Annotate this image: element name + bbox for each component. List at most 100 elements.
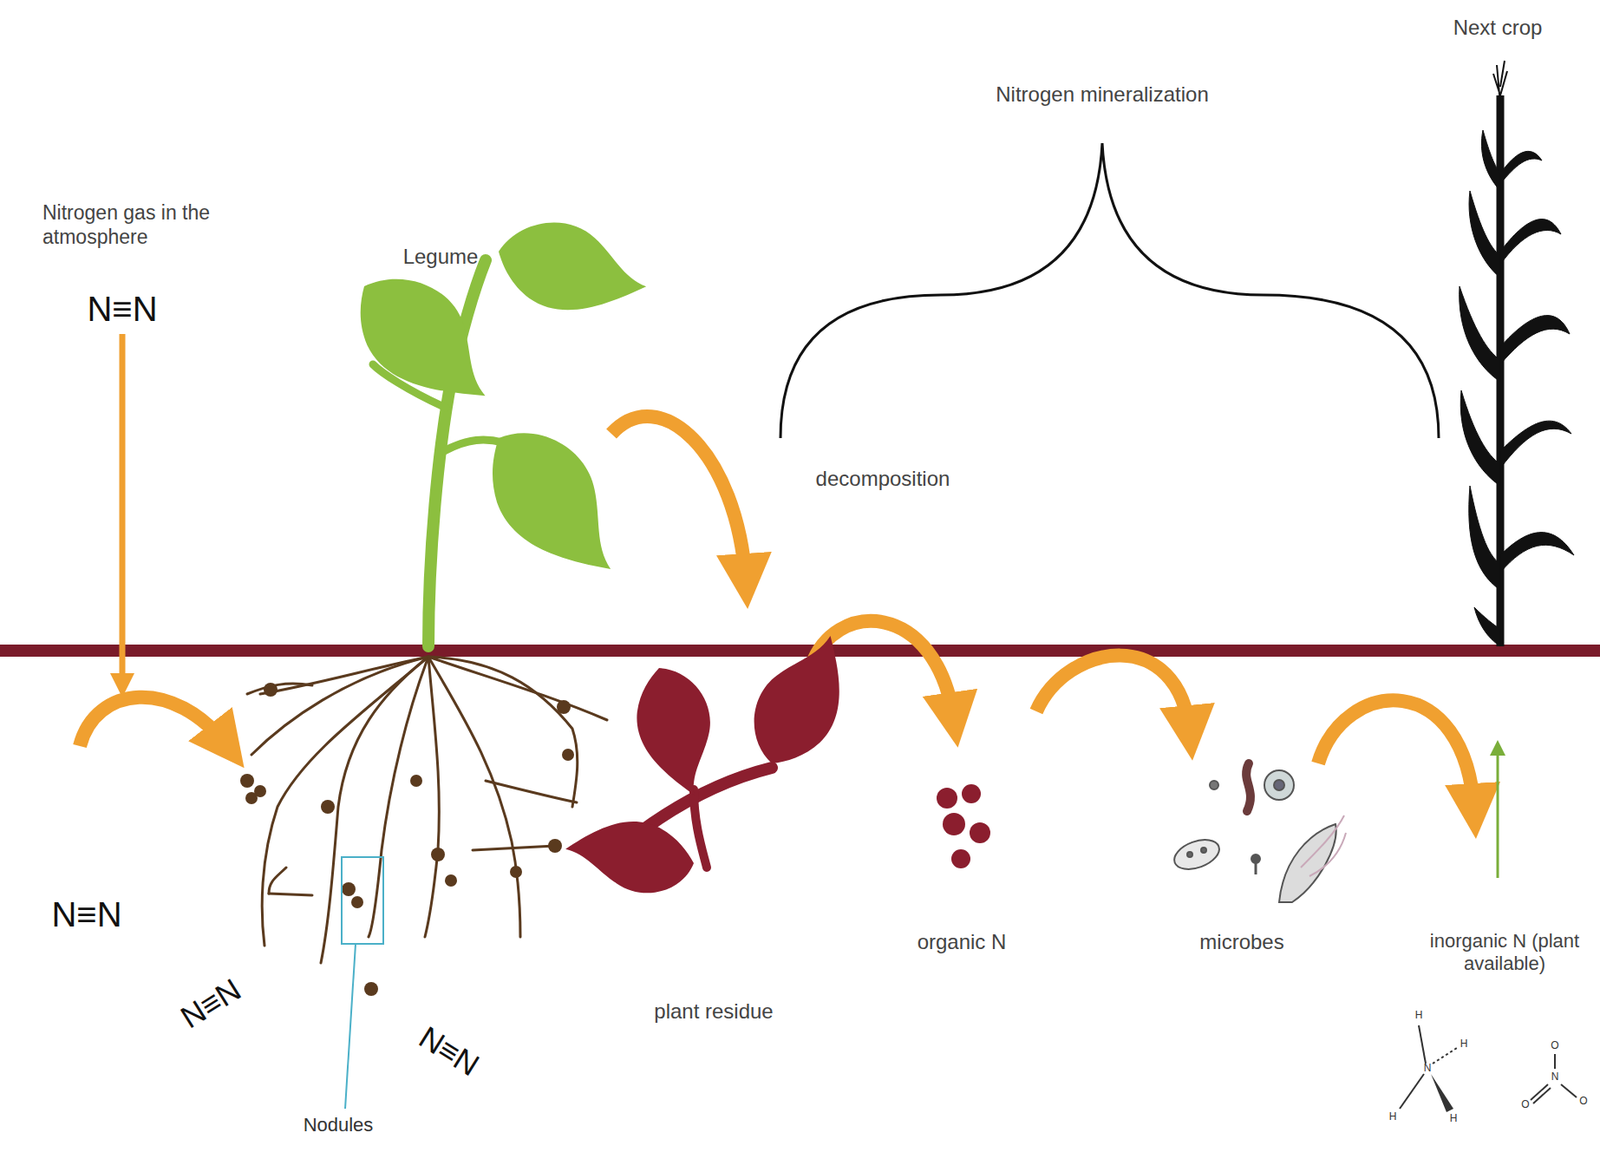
roots-part [472, 845, 556, 850]
mineralization-bracket-part [780, 143, 1439, 438]
nodule-callout-part [345, 943, 356, 1109]
roots [247, 656, 608, 963]
uptake-arrow [1496, 747, 1500, 878]
plant-residue-part [565, 788, 700, 919]
nodule-callout-part [341, 856, 384, 944]
roots-part [485, 780, 577, 803]
nodules-part [556, 699, 571, 714]
roots-part [247, 683, 313, 694]
stage-label: plant residue [653, 999, 773, 1025]
legume-plant-part [489, 191, 647, 351]
orange-arrow-part [119, 333, 126, 686]
corn-plant-part [1493, 60, 1508, 105]
nodules-part [410, 774, 423, 787]
nodules-part [561, 748, 575, 761]
atmosphere-label: Nitrogen gas in the atmosphere [42, 201, 255, 249]
roots-part [268, 867, 287, 894]
corn-plant-part [1500, 315, 1570, 365]
corn-plant-part [1469, 190, 1501, 278]
organic-n-particles-part [951, 848, 971, 869]
dinitrogen-formula: N≡N [51, 893, 122, 935]
nodules-part [245, 791, 258, 804]
plant-residue-part [615, 663, 732, 796]
atom-label: H [1449, 1111, 1458, 1124]
roots-part [251, 656, 429, 755]
microbes-part [1300, 815, 1346, 876]
nodules-part [444, 874, 458, 887]
roots-part [428, 656, 578, 807]
legume-plant [354, 191, 647, 647]
organic-n-particles-part [942, 812, 966, 836]
corn-plant-part [1460, 390, 1501, 486]
corn-plant [1459, 60, 1574, 647]
ammonium-structure-part [1430, 1073, 1454, 1112]
nodules-part [509, 865, 523, 878]
nodules-part [431, 847, 445, 862]
nitrate-structure-part [1533, 1087, 1551, 1104]
corn-plant-part [1500, 532, 1574, 573]
microbes-part [1187, 851, 1193, 857]
legume-plant-part [444, 439, 503, 451]
ammonium-structure-part [1432, 1047, 1457, 1064]
step-label: decomposition [816, 466, 951, 492]
atom-label: H [1389, 1110, 1398, 1123]
atom-label: O [1579, 1094, 1587, 1107]
nodules-part [240, 773, 255, 788]
roots-part [424, 656, 439, 937]
crop-label: Next crop [1453, 15, 1543, 41]
atom-label: H [1415, 1008, 1424, 1021]
stage-label: organic N [917, 929, 1007, 955]
callout-label: Nodules [303, 1113, 374, 1137]
nitrate-structure-part [1554, 1053, 1556, 1069]
microbes-part [1254, 862, 1258, 875]
ammonium-structure-part [1418, 1025, 1426, 1064]
microbes-part [1209, 780, 1219, 790]
organic-n-particles [936, 783, 991, 869]
nodules-part [320, 799, 335, 814]
atom-label: N [1423, 1061, 1432, 1074]
microbes-part [1201, 847, 1207, 853]
mineralization-bracket [780, 143, 1439, 438]
nitrate-structure [1530, 1053, 1577, 1104]
atom-label: O [1550, 1038, 1559, 1052]
atom-label: H [1460, 1037, 1469, 1050]
dinitrogen-formula: N≡N [412, 1018, 487, 1084]
corn-plant-part [1500, 219, 1561, 265]
legume-label: Legume [403, 244, 479, 270]
uptake-arrow-part [1496, 747, 1500, 878]
nodule-callout [341, 856, 384, 1109]
roots-part [428, 656, 608, 720]
roots-part [261, 656, 429, 946]
orange-arrow-part [1318, 699, 1475, 811]
ammonium-structure [1399, 1025, 1457, 1112]
nodules [240, 682, 575, 996]
plant-residue-part [693, 789, 707, 868]
nodules-part [263, 682, 278, 697]
orange-arrow [79, 416, 1475, 811]
microbes-part [1273, 779, 1285, 791]
dinitrogen-formula: N≡N [174, 970, 249, 1036]
nodules-part [341, 881, 356, 896]
orange-arrow-part [611, 416, 746, 582]
stage-label: microbes [1199, 929, 1284, 955]
plant-residue [565, 635, 876, 920]
corn-plant-part [1474, 607, 1501, 647]
plant-residue-part [729, 635, 876, 771]
orange-arrow [119, 333, 126, 686]
stage-label: inorganic N (plant available) [1419, 929, 1590, 976]
nodules-part [548, 838, 562, 853]
roots-part [268, 893, 313, 895]
corn-plant-part [1481, 130, 1501, 191]
microbes-part [1169, 834, 1223, 876]
orange-arrow-part [79, 697, 228, 746]
organic-n-particles-part [936, 787, 958, 809]
atom-label: O [1521, 1097, 1529, 1111]
corn-plant-part [1500, 150, 1542, 184]
roots-part [428, 656, 521, 937]
atom-label: N [1551, 1070, 1560, 1083]
organic-n-particles-part [961, 783, 981, 804]
dinitrogen-formula: N≡N [86, 287, 157, 330]
nitrate-structure-part [1560, 1084, 1577, 1098]
legume-plant-part [489, 426, 611, 580]
